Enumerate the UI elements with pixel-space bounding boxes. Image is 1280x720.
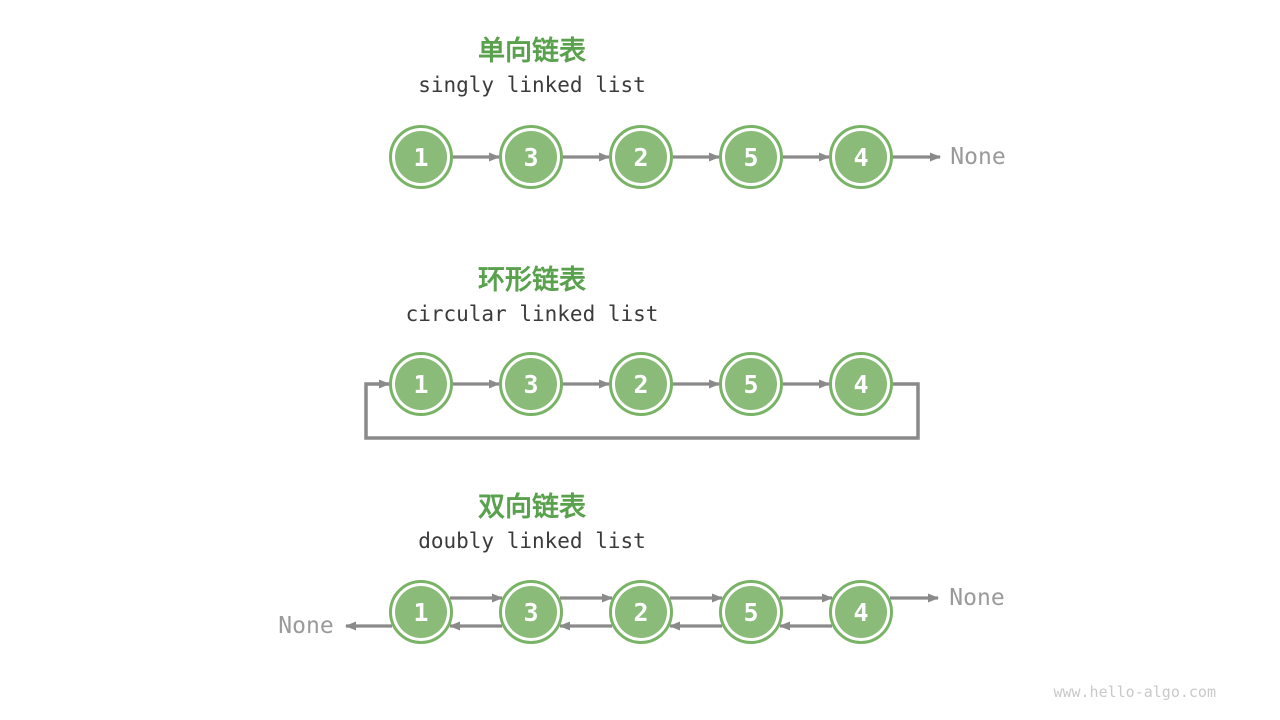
linked-list-node-singly-3: 3 bbox=[499, 125, 563, 189]
linked-list-node-singly-5: 5 bbox=[719, 125, 783, 189]
node-value: 4 bbox=[835, 358, 887, 410]
linked-list-node-circular-4: 4 bbox=[829, 352, 893, 416]
section-header-singly: 单向链表 singly linked list bbox=[418, 36, 646, 98]
linked-list-node-doubly-2: 2 bbox=[609, 580, 673, 644]
section-header-circular: 环形链表 circular linked list bbox=[406, 265, 659, 327]
section-subtitle-singly: singly linked list bbox=[418, 73, 646, 97]
node-value: 3 bbox=[505, 358, 557, 410]
none-label-doubly-head: None bbox=[278, 613, 334, 639]
linked-list-node-singly-1: 1 bbox=[389, 125, 453, 189]
node-value: 2 bbox=[615, 131, 667, 183]
section-subtitle-circular: circular linked list bbox=[405, 302, 659, 326]
linked-list-node-doubly-5: 5 bbox=[719, 580, 783, 644]
node-value: 1 bbox=[395, 358, 447, 410]
section-title-singly: 单向链表 bbox=[477, 36, 586, 66]
linked-list-node-circular-1: 1 bbox=[389, 352, 453, 416]
node-value: 4 bbox=[835, 131, 887, 183]
linked-list-node-circular-2: 2 bbox=[609, 352, 673, 416]
none-label-singly-tail: None bbox=[950, 144, 1006, 170]
linked-list-node-circular-3: 3 bbox=[499, 352, 563, 416]
node-value: 5 bbox=[725, 358, 777, 410]
none-label-doubly-tail: None bbox=[949, 585, 1005, 611]
node-value: 5 bbox=[725, 586, 777, 638]
linked-list-node-doubly-4: 4 bbox=[829, 580, 893, 644]
linked-list-node-doubly-1: 1 bbox=[389, 580, 453, 644]
section-header-doubly: 双向链表 doubly linked list bbox=[418, 492, 646, 554]
section-subtitle-doubly: doubly linked list bbox=[418, 529, 646, 553]
section-title-doubly: 双向链表 bbox=[477, 492, 586, 522]
linked-list-node-singly-4: 4 bbox=[829, 125, 893, 189]
linked-list-node-doubly-3: 3 bbox=[499, 580, 563, 644]
linked-list-node-circular-5: 5 bbox=[719, 352, 783, 416]
node-value: 2 bbox=[615, 586, 667, 638]
node-value: 2 bbox=[615, 358, 667, 410]
node-value: 5 bbox=[725, 131, 777, 183]
linked-list-node-singly-2: 2 bbox=[609, 125, 673, 189]
node-value: 3 bbox=[505, 586, 557, 638]
watermark: www.hello-algo.com bbox=[1053, 683, 1216, 701]
node-value: 4 bbox=[835, 586, 887, 638]
node-value: 1 bbox=[395, 586, 447, 638]
section-title-circular: 环形链表 bbox=[478, 265, 586, 295]
node-value: 3 bbox=[505, 131, 557, 183]
node-value: 1 bbox=[395, 131, 447, 183]
